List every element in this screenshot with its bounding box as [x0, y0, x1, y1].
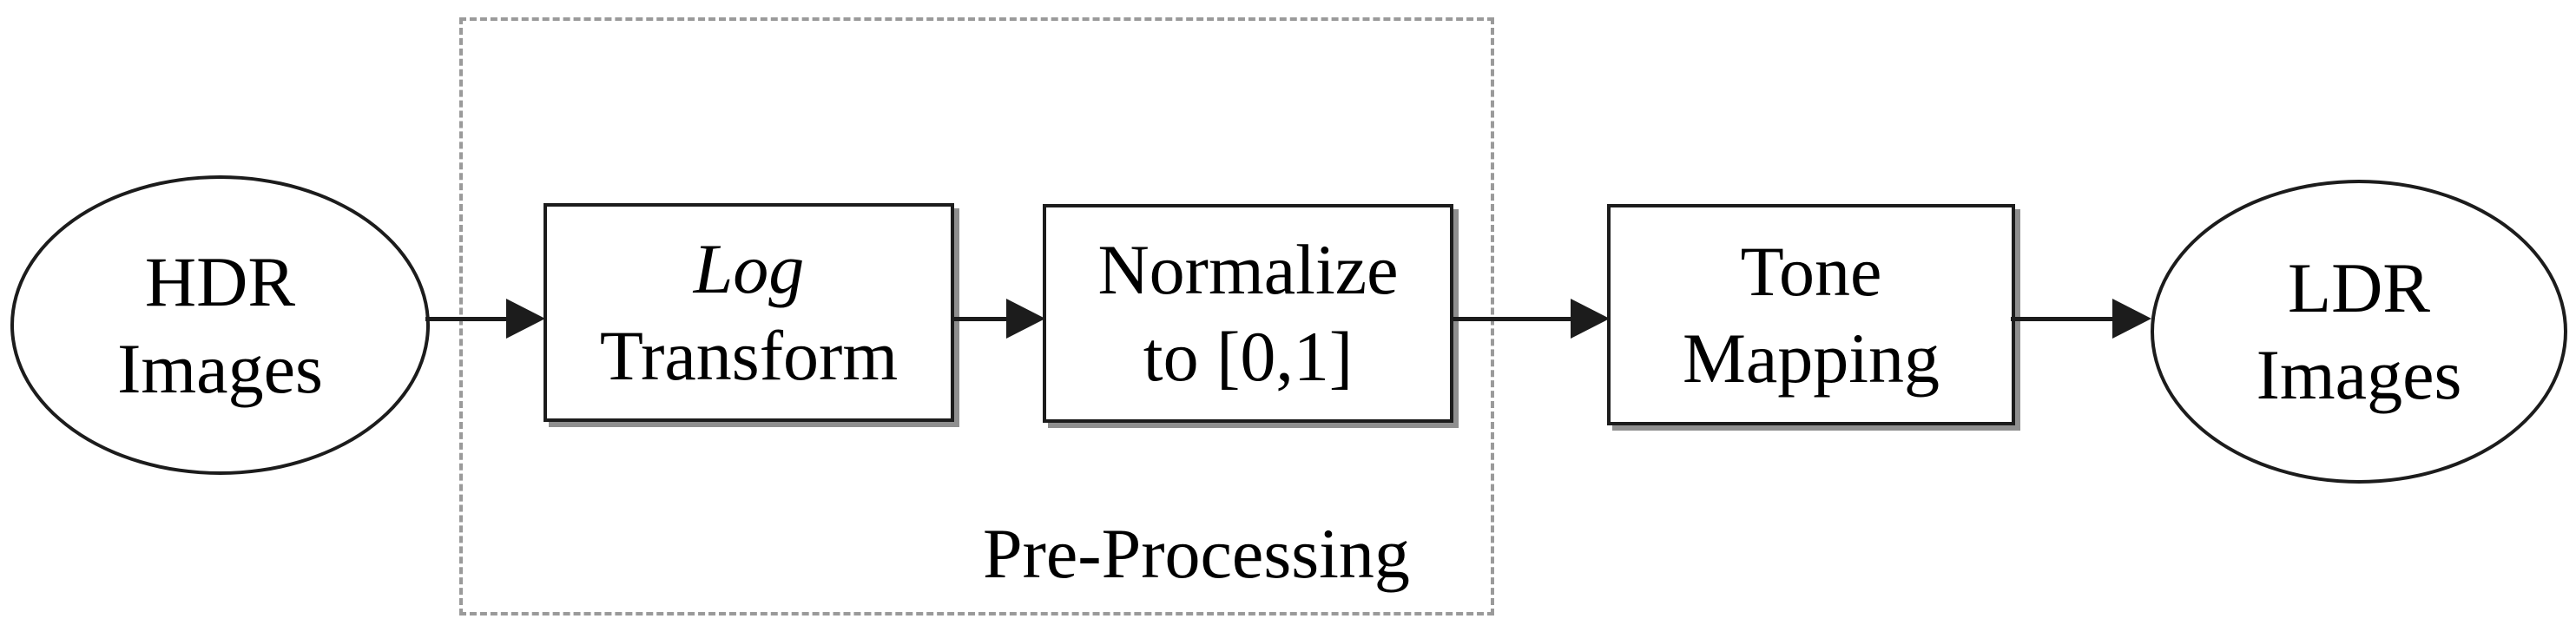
arrow-shaft: [952, 317, 1011, 321]
normalize-node: Normalize to [0,1]: [1043, 204, 1453, 423]
arrow-shaft: [425, 317, 511, 321]
node-line-1: Tone: [1740, 231, 1882, 311]
node-line-1: Normalize: [1097, 230, 1399, 309]
node-line-1: HDR: [144, 241, 296, 321]
hdr-images-node: HDR Images: [10, 175, 430, 475]
tone-mapping-node: Tone Mapping: [1607, 204, 2015, 425]
log-transform-node: Log Transform: [544, 203, 954, 422]
preprocessing-group-label: Pre-Processing: [983, 514, 1410, 593]
arrow-head-icon: [1006, 299, 1045, 339]
arrow-shaft: [1451, 317, 1575, 321]
arrow-shaft: [2011, 317, 2117, 321]
node-line-2: Mapping: [1682, 318, 1940, 398]
arrow-head-icon: [506, 299, 545, 339]
node-line-2: Transform: [599, 316, 899, 395]
preprocessing-group-box: Pre-Processing: [459, 17, 1494, 616]
arrow-head-icon: [1571, 299, 1610, 339]
node-line-1: LDR: [2288, 248, 2430, 327]
ldr-images-node: LDR Images: [2151, 180, 2567, 484]
node-line-2: Images: [2256, 335, 2462, 414]
node-line-2: Images: [117, 328, 323, 408]
arrow-tone-to-ldr: [2011, 299, 2151, 339]
arrow-normalize-to-tone: [1451, 299, 1610, 339]
arrow-hdr-to-log: [425, 299, 545, 339]
node-line-1: Log: [693, 229, 805, 308]
node-line-2: to [0,1]: [1143, 317, 1354, 396]
arrow-head-icon: [2112, 299, 2151, 339]
arrow-log-to-normalize: [952, 299, 1045, 339]
